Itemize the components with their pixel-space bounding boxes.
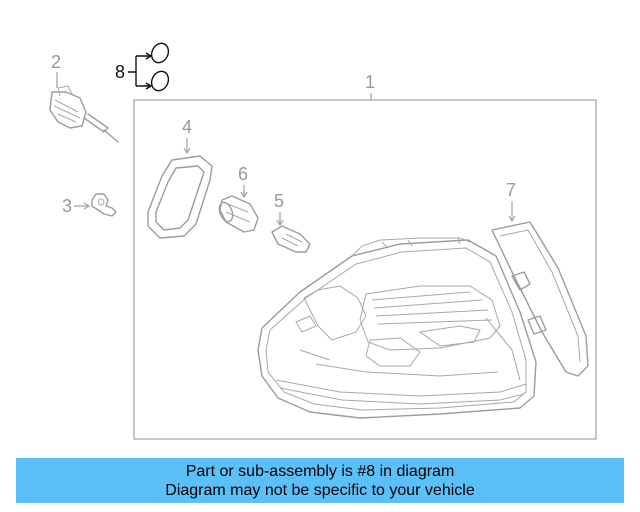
part-7-trim-panel[interactable] [491, 221, 589, 377]
part-4-seal[interactable] [147, 155, 213, 239]
callout-6[interactable]: 6 [238, 164, 248, 184]
callout-7[interactable]: 7 [506, 180, 516, 200]
leader-8 [128, 55, 150, 87]
callout-3[interactable]: 3 [62, 196, 72, 216]
banner-line-1: Part or sub-assembly is #8 in diagram [185, 463, 455, 480]
callout-2[interactable]: 2 [51, 52, 61, 72]
part-8-gasket-upper[interactable] [149, 41, 172, 66]
info-banner: Part or sub-assembly is #8 in diagram Di… [16, 458, 624, 503]
callout-5[interactable]: 5 [274, 191, 284, 211]
part-6-bulb-socket[interactable] [217, 195, 259, 233]
callout-1[interactable]: 1 [365, 72, 375, 92]
part-5-bulb[interactable] [271, 225, 311, 253]
callout-8[interactable]: 8 [115, 62, 125, 82]
part-1-tail-lamp-housing[interactable] [257, 237, 537, 419]
assembly-frame [133, 99, 597, 440]
banner-line-2: Diagram may not be specific to your vehi… [165, 482, 475, 499]
part-3-retainer[interactable] [91, 193, 117, 217]
callout-4[interactable]: 4 [182, 117, 192, 137]
part-2-socket-harness[interactable] [49, 85, 119, 143]
part-8-gasket-lower[interactable] [149, 69, 172, 94]
parts-diagram: 1 2 3 8 4 6 5 7 [49, 41, 597, 440]
